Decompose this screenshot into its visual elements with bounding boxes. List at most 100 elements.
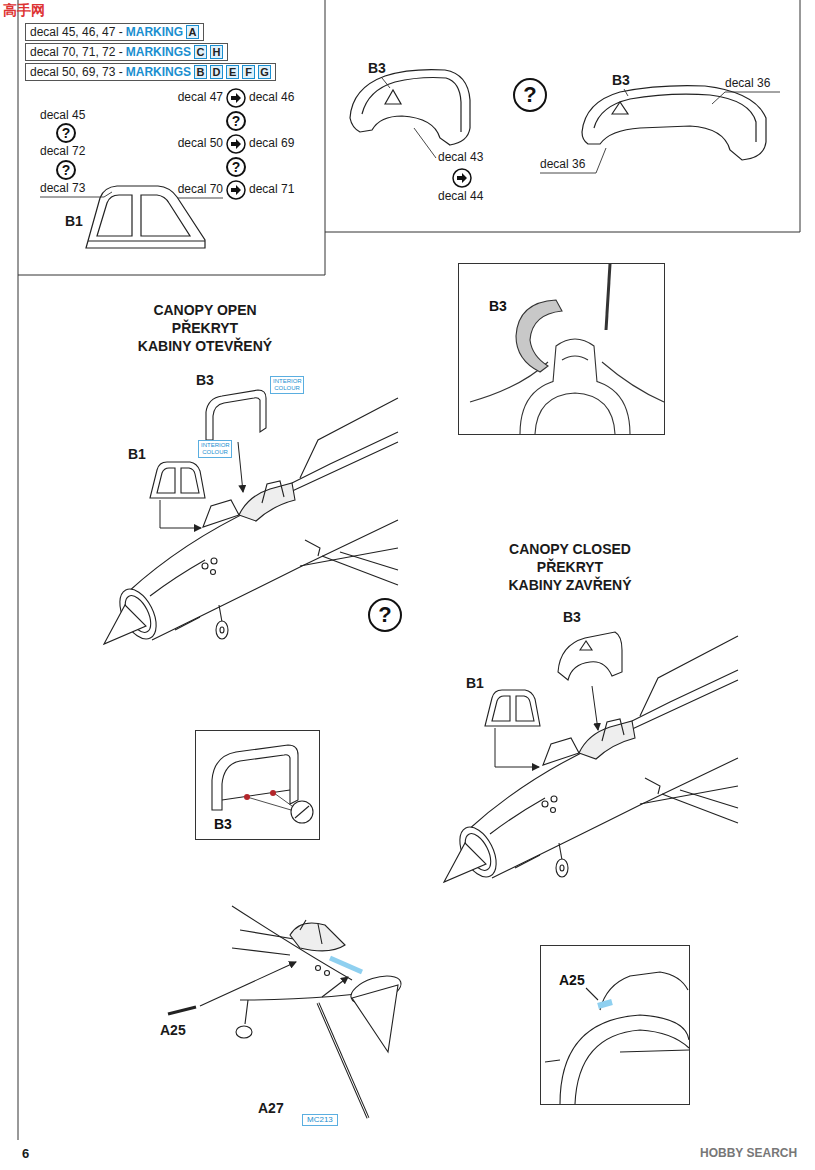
line-art: [598, 1002, 612, 1006]
line-art: [592, 686, 598, 730]
line-art: [18, 0, 800, 1140]
line-art: [227, 135, 245, 153]
line-art: [612, 102, 628, 114]
node-text: H: [213, 46, 221, 58]
callout-label: KABINY ZAVŘENÝ: [508, 577, 631, 594]
marking-letter: G: [258, 65, 271, 79]
line-art: [553, 339, 597, 382]
question-circle: ?: [226, 111, 246, 131]
line-art: [206, 390, 266, 440]
line-art: [712, 92, 780, 104]
node-text: ?: [232, 114, 241, 128]
line-art: [290, 923, 345, 951]
node-text: ?: [232, 160, 241, 174]
line-art: [244, 794, 250, 800]
line-art: [291, 801, 313, 823]
line-art: [325, 971, 330, 976]
line-art: [160, 500, 201, 528]
line-art: [178, 198, 223, 199]
line-art: [453, 169, 471, 187]
line-art: [168, 1007, 196, 1014]
marking-letter: A: [186, 25, 199, 39]
line-art: [300, 920, 322, 944]
callout-label: decal 69: [249, 136, 294, 150]
node-text: INTERIOR COLOUR: [201, 442, 230, 455]
node-text: MARKINGS: [126, 65, 191, 79]
callout-label: decal 43: [438, 150, 483, 164]
detail-inset: B3: [458, 263, 665, 435]
line-art: [382, 78, 780, 173]
marking-letter: B: [194, 65, 207, 79]
node-text: MC213: [307, 1115, 333, 1124]
node-text: decal 70, 71, 72 -: [30, 45, 123, 59]
line-art: [540, 148, 606, 173]
line-art: [382, 78, 390, 88]
callout-label: A27: [258, 1100, 284, 1117]
node-text: ?: [378, 604, 391, 626]
line-art: [247, 793, 292, 810]
line-art: [582, 86, 766, 160]
callout-label: PŘEKRYT: [537, 559, 603, 576]
line-art: [222, 790, 290, 800]
line-art: [322, 977, 348, 997]
callout-label: decal 50: [178, 136, 223, 150]
node-text: MARKINGS: [126, 45, 191, 59]
callout-label: B1: [466, 675, 484, 692]
line-art: [330, 958, 362, 972]
line-art: [575, 1030, 689, 1104]
callout-label: 高手网: [3, 2, 45, 19]
line-art: [104, 398, 398, 645]
node-text: A25: [559, 972, 585, 988]
marking-letter: F: [242, 65, 255, 79]
line-art: [444, 636, 738, 883]
line-art: [545, 972, 689, 1104]
callout-label: decal 71: [249, 182, 294, 196]
marking-letter: H: [210, 45, 223, 59]
callout-label: decal 73: [40, 181, 85, 195]
colour-note: INTERIOR COLOUR: [198, 440, 232, 458]
node-text: B3: [214, 816, 232, 832]
callout-label: decal 70: [178, 182, 223, 196]
line-art: [318, 1003, 368, 1118]
callout-label: CANOPY OPEN: [153, 302, 256, 319]
question-circle: ?: [368, 598, 402, 632]
callout-label: B1: [128, 446, 146, 463]
node-text: decal 45, 46, 47 -: [30, 25, 123, 39]
question-circle: ?: [56, 123, 76, 143]
node-text: F: [245, 66, 252, 78]
marking-letter: C: [194, 45, 207, 59]
callout-label: decal 72: [40, 144, 85, 158]
line-art: [385, 90, 401, 104]
callout-label: B3: [612, 72, 630, 89]
line-art: [236, 1026, 252, 1038]
node-text: ?: [62, 126, 71, 140]
node-text: A: [189, 26, 197, 38]
marking-letter: D: [210, 65, 223, 79]
line-art: [560, 1015, 689, 1104]
line-art: [295, 806, 309, 818]
line-art: [232, 906, 352, 980]
line-art: [600, 972, 688, 1010]
question-circle: ?: [56, 160, 76, 180]
line-art: [18, 0, 800, 1140]
node-text: ?: [523, 84, 536, 106]
node-text: INTERIOR COLOUR: [273, 378, 302, 391]
line-art: [227, 181, 245, 199]
line-art: [562, 356, 588, 360]
line-art: [485, 690, 540, 726]
line-art: [545, 1050, 689, 1062]
line-art: [535, 393, 615, 434]
line-art: [316, 966, 321, 971]
detail-inset: B3: [195, 730, 320, 840]
line-art: [270, 790, 276, 796]
node-text: ?: [62, 163, 71, 177]
line-art: [168, 906, 404, 1118]
line-art: [150, 462, 205, 498]
line-art: [414, 128, 436, 158]
line-art: [580, 641, 592, 650]
line-art: [516, 300, 562, 372]
marking-letter: E: [226, 65, 239, 79]
question-circle: ?: [513, 78, 547, 112]
line-art: [238, 442, 243, 492]
